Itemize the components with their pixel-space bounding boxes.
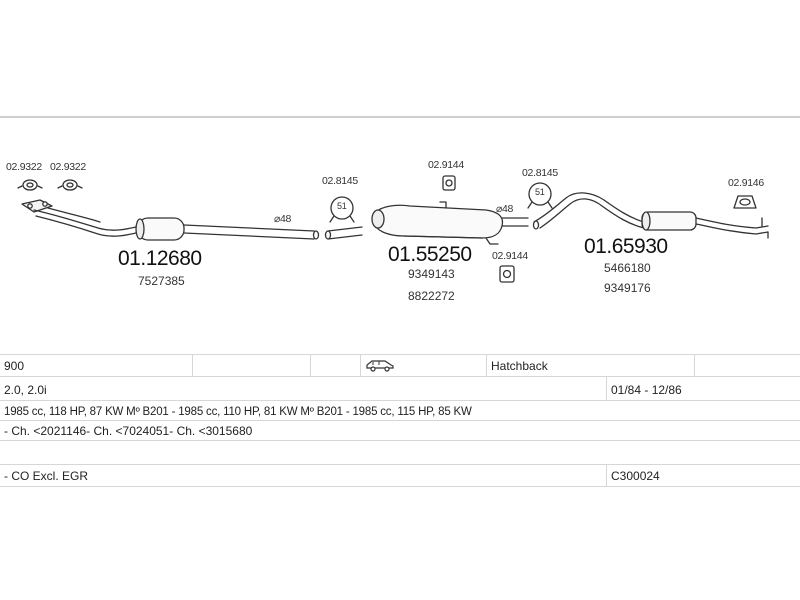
- rear-oe-2: 9349176: [604, 281, 651, 295]
- mount-rear-code: 02.9146: [728, 177, 764, 189]
- middle-pipe: [324, 226, 363, 240]
- diameter-front: ⌀48: [274, 213, 292, 225]
- exhaust-drawing: [17, 175, 769, 283]
- mount-mid-bottom-code: 02.9144: [492, 250, 528, 262]
- clamp-rear-code: 02.8145: [522, 167, 558, 179]
- clamp-left-2-icon: [57, 179, 83, 191]
- empty-cell-2: [310, 355, 360, 377]
- rear-pipe: [532, 192, 645, 230]
- clamp-left-1-code: 02.9322: [6, 161, 42, 173]
- emission-cell: - CO Excl. EGR: [4, 469, 89, 483]
- system-code-cell: C300024: [606, 465, 800, 487]
- chassis-cell: - Ch. <2021146- Ch. <7024051- Ch. <30156…: [4, 424, 253, 438]
- rear-silencer-code: 01.65930: [584, 235, 668, 258]
- front-resonator: [135, 217, 320, 241]
- empty-cell-3: [694, 355, 800, 377]
- table-bottom-line: [0, 486, 800, 487]
- middle-silencer-code: 01.55250: [388, 243, 472, 266]
- middle-oe-2: 8822272: [408, 289, 455, 303]
- clamp-left-1-icon: [17, 179, 43, 191]
- body-type-cell: Hatchback: [486, 355, 694, 377]
- mount-rear-icon: [733, 195, 757, 209]
- rear-oe-1: 5466180: [604, 261, 651, 275]
- clamp-rear-icon: [527, 182, 553, 209]
- mount-mid-top-icon: [442, 175, 456, 191]
- table-row-chassis: - Ch. <2021146- Ch. <7024051- Ch. <30156…: [0, 420, 800, 441]
- clamp-badge-1: 51: [337, 201, 347, 211]
- table-row-empty: [0, 440, 800, 465]
- middle-oe-1: 9349143: [408, 267, 455, 281]
- front-pipe-oe: 7527385: [138, 274, 185, 288]
- mount-mid-bottom-icon: [499, 265, 515, 283]
- front-pipe-code: 01.12680: [118, 247, 202, 270]
- top-border: [0, 116, 800, 118]
- engine-details-cell: 1985 cc, 118 HP, 87 KW Mº B201 - 1985 cc…: [4, 406, 472, 418]
- empty-cell-1: [192, 355, 310, 377]
- table-row-emission: - CO Excl. EGR C300024: [0, 464, 800, 487]
- clamp-mid-code: 02.8145: [322, 175, 358, 187]
- rear-silencer: [641, 211, 769, 239]
- clamp-badge-2: 51: [535, 187, 545, 197]
- diameter-mid: ⌀48: [496, 203, 514, 215]
- table-row-model: 900 Hatchback: [0, 354, 800, 377]
- mount-mid-top-code: 02.9144: [428, 159, 464, 171]
- table-row-engine-details: 1985 cc, 118 HP, 87 KW Mº B201 - 1985 cc…: [0, 400, 800, 421]
- front-pipe: [21, 199, 141, 237]
- exhaust-diagram: 51 51 02.9322 02.9322 01.12680 7527385 ⌀…: [0, 118, 800, 354]
- engine-cell: 2.0, 2.0i: [4, 383, 47, 397]
- clamp-left-2-code: 02.9322: [50, 161, 86, 173]
- middle-silencer: [371, 201, 529, 245]
- car-icon-cell: [360, 355, 486, 377]
- table-row-engine: 2.0, 2.0i 01/84 - 12/86: [0, 376, 800, 401]
- years-cell: 01/84 - 12/86: [606, 377, 800, 401]
- clamp-mid-icon: [329, 196, 355, 223]
- car-icon: [366, 360, 394, 372]
- model-cell: 900: [4, 359, 25, 373]
